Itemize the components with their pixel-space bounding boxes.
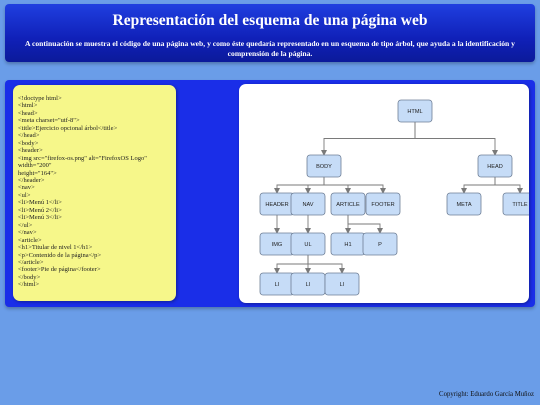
tree-node-box bbox=[502, 192, 529, 216]
code-line: <li>Menú 3</li> bbox=[18, 214, 62, 222]
tree-node-label: P bbox=[378, 242, 382, 248]
code-line: <body> bbox=[18, 139, 39, 147]
tree-node-box bbox=[446, 192, 482, 216]
tree-node-nav: NAV bbox=[290, 192, 326, 216]
tree-node-label: FOOTER bbox=[371, 202, 394, 208]
code-line: <ul> bbox=[18, 191, 31, 199]
page-header: Representación del esquema de una página… bbox=[5, 4, 535, 62]
code-line: <li>Menú 1</li> bbox=[18, 199, 62, 207]
code-line: <html> bbox=[18, 102, 38, 110]
code-line: height="164"> bbox=[18, 169, 57, 177]
code-line: </header> bbox=[18, 176, 45, 184]
page-description: A continuación se muestra el código de u… bbox=[25, 39, 515, 58]
tree-node-li3: LI bbox=[324, 272, 360, 296]
tree-node-meta: META bbox=[446, 192, 482, 216]
code-line: <meta charset="utf-8"> bbox=[18, 117, 80, 125]
tree-node-header: HEADER bbox=[259, 192, 295, 216]
tree-node-label: NAV bbox=[302, 202, 313, 208]
code-line: <title>Ejercicio opcional árbol</title> bbox=[18, 124, 118, 132]
code-line: <h1>Titular de nivel 1</h1> bbox=[18, 244, 93, 252]
tree-edge-ul-li3 bbox=[307, 255, 345, 274]
tree-edge-head-title bbox=[494, 177, 523, 194]
tree-node-label: ARTICLE bbox=[336, 202, 360, 208]
content-panel: <!doctype html><html><head><meta charset… bbox=[5, 80, 535, 307]
tree-node-box bbox=[290, 192, 326, 216]
code-line: </html> bbox=[18, 281, 40, 289]
tree-node-box bbox=[324, 272, 360, 296]
tree-node-box bbox=[362, 232, 398, 256]
copyright-text: Copyright: Eduardo García Muñoz bbox=[439, 391, 534, 398]
tree-node-label: IMG bbox=[272, 242, 283, 248]
tree-node-title: TITLE bbox=[502, 192, 529, 216]
tree-diagram: HTML BODY HEAD HEADER NAV ARTICLE FOOTER META TI… bbox=[239, 84, 529, 303]
tree-edge-body-nav bbox=[305, 177, 325, 194]
tree-svg: HTML BODY HEAD HEADER NAV ARTICLE FOOTER META TI… bbox=[259, 99, 529, 296]
tree-edge-body-footer bbox=[323, 177, 386, 194]
code-line: <nav> bbox=[18, 184, 35, 192]
tree-node-box bbox=[290, 232, 326, 256]
tree-edge-html-head bbox=[414, 122, 498, 156]
tree-node-li2: LI bbox=[290, 272, 326, 296]
code-line: <p>Contenido de la página</p> bbox=[18, 251, 102, 259]
code-line: </ul> bbox=[18, 221, 33, 229]
tree-node-box bbox=[397, 99, 433, 123]
tree-node-ul: UL bbox=[290, 232, 326, 256]
code-line: width="200" bbox=[18, 162, 52, 170]
tree-node-label: HEADER bbox=[265, 202, 288, 208]
tree-node-label: BODY bbox=[316, 164, 332, 170]
code-line: <header> bbox=[18, 147, 43, 155]
code-line: </head> bbox=[18, 132, 40, 140]
code-line: <footer>Pie de página</footer> bbox=[18, 266, 101, 274]
tree-node-box bbox=[330, 192, 366, 216]
tree-node-label: LI bbox=[340, 282, 345, 288]
tree-node-label: META bbox=[456, 202, 471, 208]
tree-node-body: BODY bbox=[306, 154, 342, 178]
code-line: <head> bbox=[18, 109, 38, 117]
tree-node-label: HTML bbox=[407, 109, 422, 115]
tree-node-head: HEAD bbox=[477, 154, 513, 178]
tree-node-box bbox=[365, 192, 401, 216]
code-line: <li>Menú 2</li> bbox=[18, 206, 62, 214]
tree-node-img: IMG bbox=[259, 232, 295, 256]
code-line: </nav> bbox=[18, 229, 37, 237]
tree-edge-head-meta bbox=[461, 177, 496, 194]
tree-node-label: TITLE bbox=[512, 202, 527, 208]
tree-node-p: P bbox=[362, 232, 398, 256]
code-line: </article> bbox=[18, 258, 44, 266]
tree-edge-article-p bbox=[347, 215, 383, 234]
tree-node-label: LI bbox=[306, 282, 311, 288]
code-line: <!doctype html> bbox=[18, 95, 62, 102]
html-code-box: <!doctype html><html><head><meta charset… bbox=[13, 85, 176, 301]
tree-node-article: ARTICLE bbox=[330, 192, 366, 216]
tree-node-box bbox=[477, 154, 513, 178]
tree-node-label: H1 bbox=[344, 242, 351, 248]
tree-node-html: HTML bbox=[397, 99, 433, 123]
tree-edge-ul-li1 bbox=[274, 255, 309, 274]
tree-node-li1: LI bbox=[259, 272, 295, 296]
tree-edge-html-body bbox=[321, 122, 416, 156]
tree-node-label: LI bbox=[275, 282, 280, 288]
code-line: <article> bbox=[18, 236, 42, 244]
tree-node-label: HEAD bbox=[487, 164, 503, 170]
tree-node-label: UL bbox=[304, 242, 311, 248]
tree-node-h1: H1 bbox=[330, 232, 366, 256]
tree-node-footer: FOOTER bbox=[365, 192, 401, 216]
code-line: <img src="firefox-os.png" alt="FirefoxOS… bbox=[18, 154, 147, 162]
page-title: Representación del esquema de una página… bbox=[112, 12, 428, 29]
tree-node-box bbox=[306, 154, 342, 178]
code-line: </body> bbox=[18, 273, 41, 281]
